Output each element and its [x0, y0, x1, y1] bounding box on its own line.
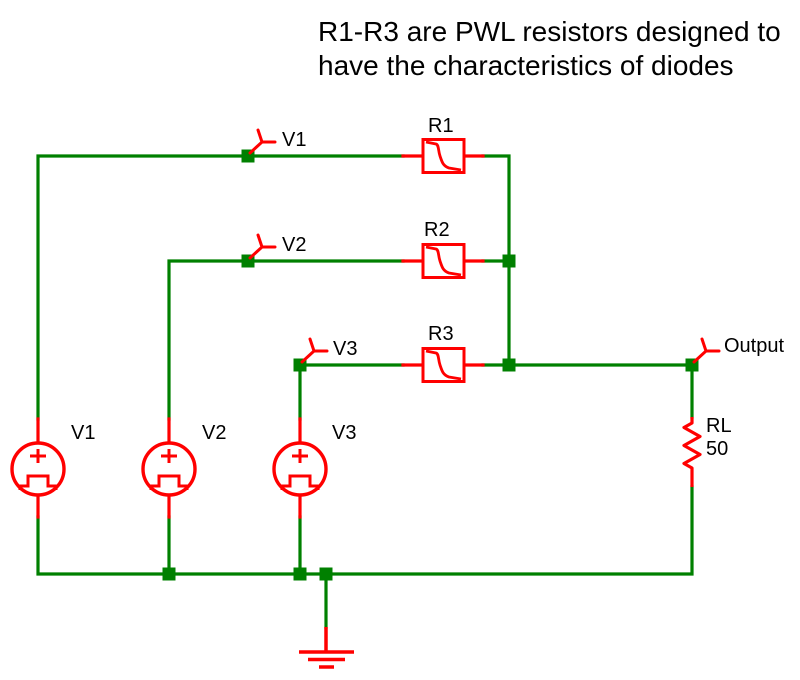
- voltage-source-v2[interactable]: [141, 441, 197, 497]
- plus-icon: [161, 449, 177, 463]
- probe-flag-v1[interactable]: [248, 128, 277, 155]
- source-body[interactable]: [272, 441, 328, 497]
- resistor-r3[interactable]: [421, 347, 466, 383]
- probe-v2-label: V2: [282, 234, 307, 256]
- wire-net: [36, 154, 694, 629]
- probe-output-label: Output: [724, 335, 785, 357]
- voltage-source-v3[interactable]: [272, 441, 328, 497]
- pulse-waveform-icon: [149, 474, 189, 490]
- resistor-body[interactable]: [421, 138, 466, 174]
- source-body[interactable]: [10, 441, 66, 497]
- wire-v1-top[interactable]: [36, 154, 405, 421]
- probe-pin-icon: [248, 128, 277, 155]
- wire-v3-top[interactable]: [298, 363, 405, 421]
- pwl-curve-icon: [425, 349, 462, 381]
- probe-v1-label: V1: [282, 129, 307, 151]
- probe-v3-label: V3: [333, 338, 358, 360]
- annotation-title-line2: have the characteristics of diodes: [318, 50, 734, 81]
- probe-flag-v2[interactable]: [248, 233, 277, 260]
- node-gnd-v2: [162, 567, 176, 581]
- resistor-r2[interactable]: [421, 243, 466, 279]
- wire-right-bus[interactable]: [481, 154, 511, 367]
- probe-pin-icon: [300, 337, 329, 364]
- pulse-waveform-icon: [280, 474, 320, 490]
- pwl-curve-icon: [425, 245, 462, 277]
- component-leads: [36, 154, 485, 519]
- resistor-body[interactable]: [421, 347, 466, 383]
- plus-icon: [292, 449, 308, 463]
- wire-ground-bus[interactable]: [36, 485, 694, 576]
- ground-symbol[interactable]: [299, 627, 354, 669]
- resistor-rl-label: RL: [706, 415, 732, 437]
- pwl-curve-icon: [425, 140, 462, 172]
- resistor-rl-value: 50: [706, 438, 729, 460]
- source-body[interactable]: [141, 441, 197, 497]
- probe-pin-icon: [692, 337, 721, 364]
- resistor-body[interactable]: [421, 243, 466, 279]
- resistor-rl[interactable]: [682, 417, 702, 487]
- source-v1-label: V1: [71, 422, 96, 444]
- resistor-r1-label: R1: [428, 115, 454, 137]
- junction-nodes: [162, 149, 699, 581]
- plus-icon: [30, 449, 46, 463]
- resistor-r1[interactable]: [421, 138, 466, 174]
- voltage-source-v1[interactable]: [10, 441, 66, 497]
- source-v2-label: V2: [202, 422, 227, 444]
- node-gnd-stub: [319, 567, 333, 581]
- source-v3-label: V3: [332, 422, 357, 444]
- wire-v2-top[interactable]: [167, 259, 405, 421]
- node-bus-r3: [502, 358, 516, 372]
- resistor-r2-label: R2: [424, 219, 450, 241]
- probe-flag-output[interactable]: [692, 337, 721, 364]
- probe-flag-v3[interactable]: [300, 337, 329, 364]
- resistor-r3-label: R3: [428, 323, 454, 345]
- pulse-waveform-icon: [18, 474, 58, 490]
- node-gnd-v3: [293, 567, 307, 581]
- annotation-title-line1: R1-R3 are PWL resistors designed to: [318, 16, 781, 47]
- node-bus-r2: [502, 254, 516, 268]
- probe-pin-icon: [248, 233, 277, 260]
